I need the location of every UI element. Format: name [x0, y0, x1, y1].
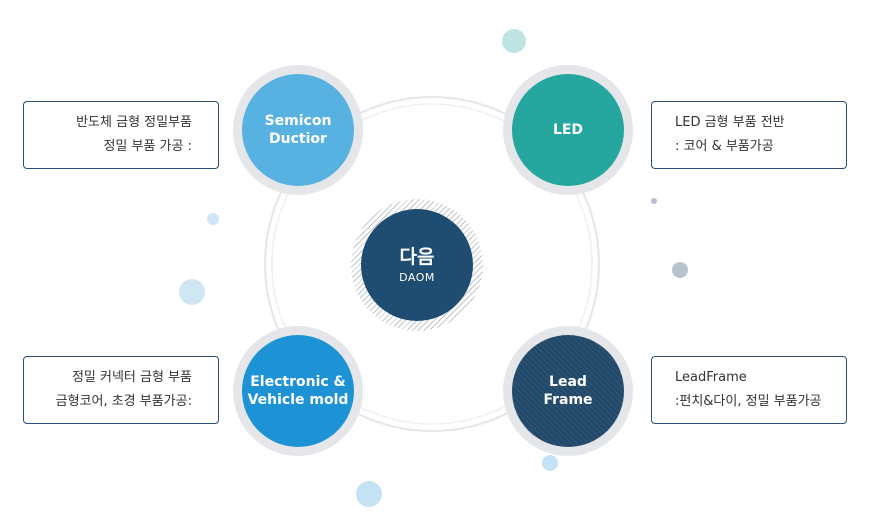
bubble: [542, 455, 558, 471]
node-led-disc: LED: [512, 74, 624, 186]
desc-line: LeadFrame: [675, 370, 747, 385]
node-lead-frame-disc: Lead Frame: [512, 335, 624, 447]
node-led: LED: [503, 65, 633, 195]
desc-line: 금형코어, 초경 부품가공:: [55, 394, 192, 409]
node-lead-frame: Lead Frame: [503, 326, 633, 456]
center-ring: 다음 DAOM: [351, 199, 483, 331]
bubble: [207, 213, 219, 225]
orbit-ring-outer: [264, 96, 600, 432]
desc-line: 반도체 금형 정밀부품: [76, 115, 192, 130]
desc-line: LED 금형 부품 전반: [675, 115, 785, 130]
desc-line: :펀치&다이, 정밀 부품가공: [675, 394, 822, 409]
node-label-line: Semicon: [264, 113, 332, 129]
desc-box-electronic: 정밀 커넥터 금형 부품 금형코어, 초경 부품가공:: [23, 356, 219, 424]
node-electronic-vehicle: Electronic & Vehicle mold: [233, 326, 363, 456]
center-title: 다음: [399, 245, 435, 268]
node-label-line: Vehicle mold: [247, 392, 349, 408]
desc-box-lead-frame: LeadFrame :펀치&다이, 정밀 부품가공: [651, 356, 847, 424]
desc-box-semiconductor: 반도체 금형 정밀부품 정밀 부품 가공 :: [23, 101, 219, 169]
bubble: [179, 279, 205, 305]
center-disc: 다음 DAOM: [361, 209, 473, 321]
desc-line: 정밀 커넥터 금형 부품: [71, 370, 192, 385]
bubble: [502, 29, 526, 53]
node-semiconductor-disc: Semicon Ductior: [242, 74, 354, 186]
node-electronic-disc: Electronic & Vehicle mold: [242, 335, 354, 447]
node-label-line: Ductior: [269, 131, 327, 147]
node-semiconductor: Semicon Ductior: [233, 65, 363, 195]
orbit-ring-inner: [271, 103, 593, 425]
node-label-line: Frame: [543, 392, 593, 408]
desc-line: : 코어 & 부품가공: [675, 139, 774, 154]
bubble: [356, 481, 382, 507]
node-label-line: Lead: [549, 374, 587, 390]
bubble: [672, 262, 688, 278]
desc-box-led: LED 금형 부품 전반 : 코어 & 부품가공: [651, 101, 847, 169]
node-label-line: LED: [552, 122, 584, 138]
node-label-line: Electronic &: [250, 374, 346, 390]
bubble: [651, 198, 657, 204]
desc-line: 정밀 부품 가공 :: [103, 139, 192, 154]
center-subtitle: DAOM: [399, 270, 435, 284]
